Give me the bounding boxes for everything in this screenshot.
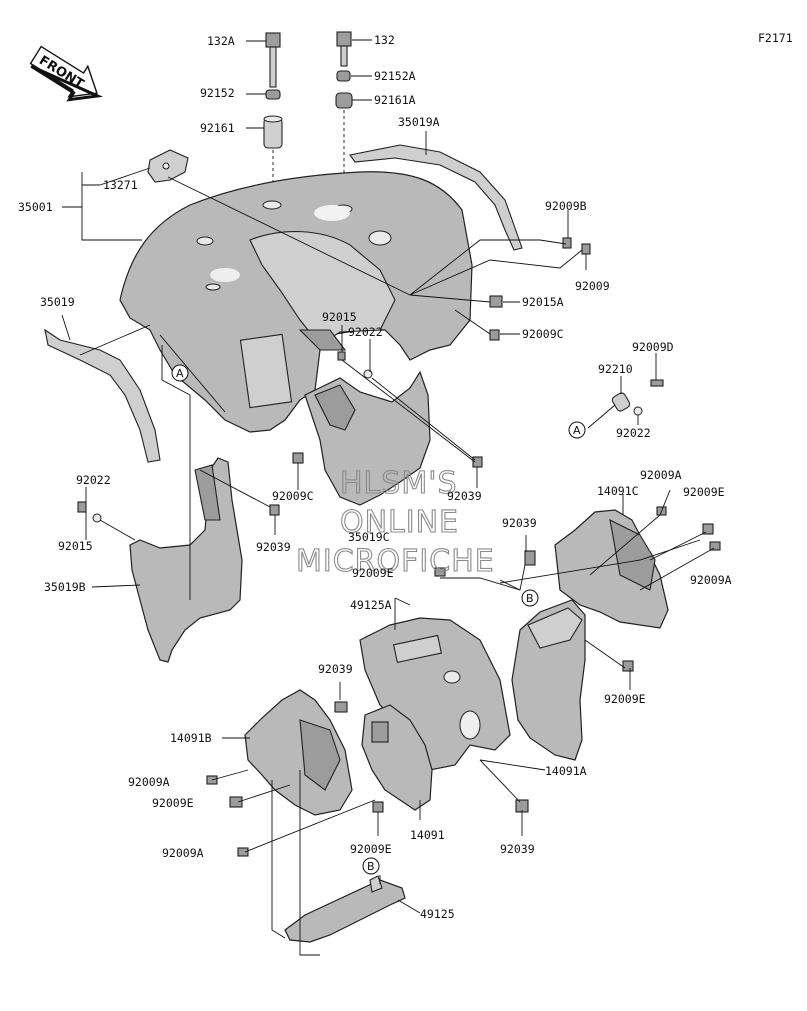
label-92009e-r: 92009E <box>683 485 725 499</box>
label-92161a: 92161A <box>374 93 416 107</box>
bolt-132a <box>265 32 281 88</box>
watermark: HLSM'S ONLINE MICROFICHE <box>295 465 495 579</box>
label-92039-lowleft: 92039 <box>318 662 353 676</box>
label-92210: 92210 <box>598 362 633 376</box>
label-92022-top: 92022 <box>348 325 383 339</box>
label-35019: 35019 <box>40 295 75 309</box>
label-49125: 49125 <box>420 907 455 921</box>
label-92009c-mid: 92009C <box>272 489 314 503</box>
label-92009a-r2: 92009A <box>690 573 732 587</box>
label-92009a-r1: 92009A <box>640 468 682 482</box>
label-35019c: 35019C <box>348 530 390 544</box>
label-92015-top: 92015 <box>322 310 357 324</box>
label-92009e-low: 92009E <box>604 692 646 706</box>
label-14091c: 14091C <box>597 484 639 498</box>
callout-b-lower: B <box>362 857 380 875</box>
fender-flap-35019 <box>44 328 161 463</box>
label-92039-center: 92039 <box>447 489 482 503</box>
cover-14091 <box>361 704 433 811</box>
label-92022-left: 92022 <box>76 473 111 487</box>
label-92009c-top: 92009C <box>522 327 564 341</box>
watermark-line-2: ONLINE <box>340 505 459 540</box>
svg-text:B: B <box>526 592 534 605</box>
label-92009d: 92009D <box>632 340 674 354</box>
label-92015-left: 92015 <box>58 539 93 553</box>
label-49125a: 49125A <box>350 598 392 612</box>
label-92009e-bottom: 92009E <box>350 842 392 856</box>
label-92015a: 92015A <box>522 295 564 309</box>
rear-fender-35001 <box>119 171 473 433</box>
label-14091b: 14091B <box>170 731 212 745</box>
label-92009b: 92009B <box>545 199 587 213</box>
label-132: 132 <box>374 33 395 47</box>
part-labels: 132A 132 92152A 92152 92161A 92161 35019… <box>18 33 732 921</box>
label-35019b: 35019B <box>44 580 86 594</box>
inner-fender-35019c <box>304 370 431 506</box>
watermark-line-3: MICROFICHE <box>296 544 495 579</box>
label-92039-mid: 92039 <box>256 540 291 554</box>
callout-b-upper: B <box>521 589 539 607</box>
fender-flap-35019a <box>349 144 523 251</box>
label-92152: 92152 <box>200 86 235 100</box>
svg-text:B: B <box>367 860 375 873</box>
bracket-13271 <box>147 149 189 183</box>
label-132a: 132A <box>207 34 235 48</box>
svg-text:A: A <box>176 367 184 380</box>
label-92039-right: 92039 <box>502 516 537 530</box>
label-92039-bottom: 92039 <box>500 842 535 856</box>
watermark-line-1: HLSM'S <box>340 466 458 501</box>
collar-92161a <box>335 92 353 109</box>
front-direction-icon: FRONT <box>29 45 104 102</box>
label-14091a: 14091A <box>545 764 587 778</box>
label-92009a-left: 92009A <box>128 775 170 789</box>
leader-lines <box>61 39 715 956</box>
cover-14091a <box>511 599 586 761</box>
washer-92152a <box>336 70 351 82</box>
label-92022-right: 92022 <box>616 426 651 440</box>
callout-a-hardware: A <box>568 421 586 439</box>
skid-plate-49125a <box>359 617 511 771</box>
label-92161: 92161 <box>200 121 235 135</box>
label-92009: 92009 <box>575 279 610 293</box>
callout-a-fender: A <box>171 364 189 382</box>
svg-text:A: A <box>573 424 581 437</box>
skid-plate-49125 <box>284 875 406 943</box>
cover-14091c <box>554 509 669 629</box>
label-35019a: 35019A <box>398 115 440 129</box>
label-92009e-left: 92009E <box>152 796 194 810</box>
figure-code: F2171 <box>758 31 793 45</box>
label-13271: 13271 <box>103 178 138 192</box>
collar-92161 <box>263 115 283 149</box>
label-92009e-center: 92009E <box>352 566 394 580</box>
label-35001: 35001 <box>18 200 53 214</box>
label-92009a-bottom: 92009A <box>162 846 204 860</box>
washer-92152 <box>265 89 281 100</box>
side-panel-35019b <box>129 457 243 663</box>
label-92152a: 92152A <box>374 69 416 83</box>
label-14091: 14091 <box>410 828 445 842</box>
bolt-132 <box>336 31 352 67</box>
